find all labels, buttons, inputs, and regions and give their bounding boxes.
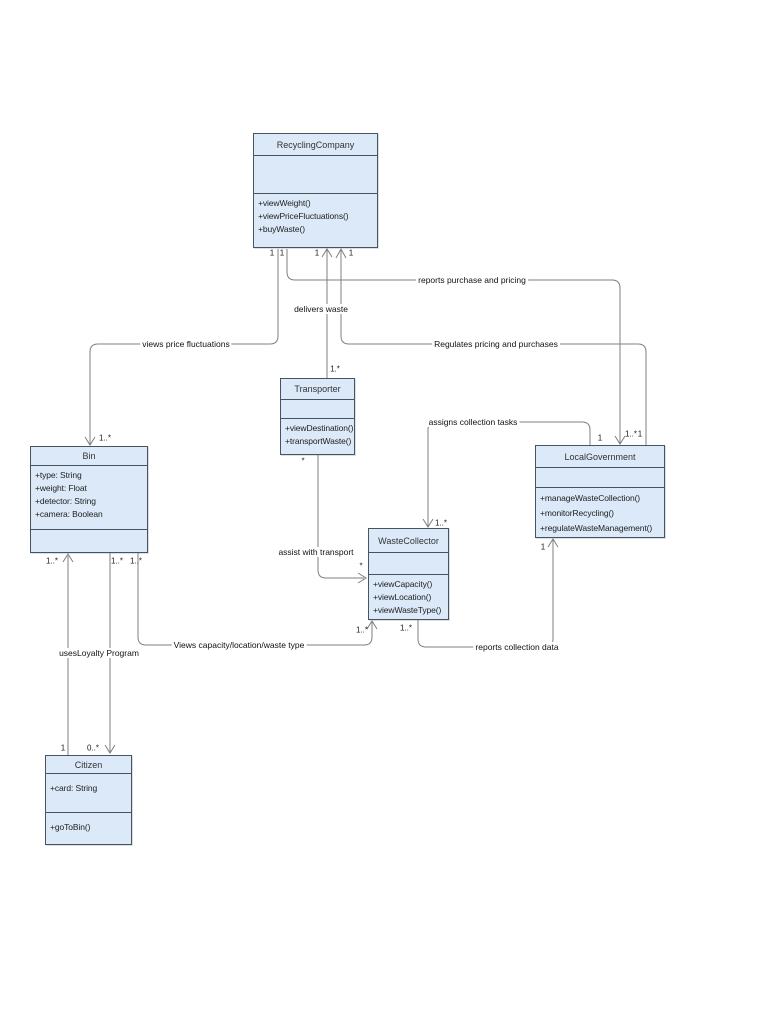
multiplicity: 1..* [45,556,59,566]
class-bin: Bin +type: String +weight: Float +detect… [30,446,148,553]
class-attributes [254,156,377,194]
method: +viewDestination() [285,423,354,433]
multiplicity: 1 [60,743,66,753]
class-methods: +viewWeight() +viewPriceFluctuations() +… [254,194,377,247]
multiplicity: 1..* [434,518,448,528]
class-title: RecyclingCompany [254,134,377,156]
arrowhead-down-wastecollector-top [422,518,434,528]
multiplicity: 1 [540,542,546,552]
edge-label-uses-loyalty: usesLoyalty Program [57,648,141,658]
multiplicity: 0..* [86,743,100,753]
multiplicity: 1 [597,433,603,443]
multiplicity: 1 [314,248,320,258]
class-methods: +viewDestination() +transportWaste() [281,419,354,454]
multiplicity: 1 [269,248,275,258]
class-title: WasteCollector [369,529,448,553]
arrowhead-down-citizen-top [104,744,116,754]
edge-label-reports-purchase: reports purchase and pricing [416,275,528,285]
class-attributes [281,400,354,419]
attribute: +detector: String [35,496,96,506]
multiplicity: 1 [279,248,285,258]
edge-label-views-price: views price fluctuations [140,339,232,349]
method: +viewCapacity() [373,579,433,589]
edge-assist-with-transport [317,455,364,579]
class-title: Transporter [281,379,354,400]
method: +viewWeight() [258,198,311,208]
edge-label-assist: assist with transport [276,547,356,557]
class-waste-collector: WasteCollector +viewCapacity() +viewLoca… [368,528,449,620]
multiplicity: 1..* [98,433,112,443]
multiplicity: * [359,561,363,571]
class-attributes: +card: String [46,774,131,813]
multiplicity: 1..* [110,556,124,566]
class-title: Citizen [46,756,131,774]
class-transporter: Transporter +viewDestination() +transpor… [280,378,355,455]
edge-label-assigns: assigns collection tasks [426,417,520,427]
class-methods: +manageWasteCollection() +monitorRecycli… [536,488,664,537]
class-methods: +goToBin() [46,813,131,844]
arrowhead-up-bin-bottom [62,553,74,563]
arrowhead-up-recycling-delivers [321,248,333,258]
method: +goToBin() [50,822,91,832]
method: +transportWaste() [285,436,352,446]
class-local-government: LocalGovernment +manageWasteCollection()… [535,445,665,538]
method: +viewLocation() [373,592,432,602]
class-attributes [369,553,448,575]
multiplicity: 1 [637,429,643,439]
class-title: Bin [31,447,147,466]
arrowhead-up-wastecollector-bottom [366,620,378,630]
multiplicity: 1.* [330,364,340,374]
method: +viewPriceFluctuations() [258,211,349,221]
method: +buyWaste() [258,224,306,234]
class-attributes: +type: String +weight: Float +detector: … [31,466,147,530]
attribute: +card: String [50,783,98,793]
multiplicity: 1 [348,248,354,258]
multiplicity: 1..* [624,429,638,439]
edge-views-capacity [137,553,373,646]
arrowhead-up-localgov-bottom [547,538,559,548]
multiplicity: * [301,456,305,466]
class-attributes [536,468,664,488]
edge-label-regulates: Regulates pricing and purchases [432,339,560,349]
arrowhead-up-recycling-regulates [335,247,347,259]
attribute: +camera: Boolean [35,509,103,519]
edge-label-reports-collection: reports collection data [473,642,561,652]
edge-label-delivers-waste: delivers waste [292,304,350,314]
multiplicity: 1..* [129,556,143,566]
method: +manageWasteCollection() [540,493,641,503]
class-methods: +viewCapacity() +viewLocation() +viewWas… [369,575,448,619]
edge-label-views-capacity: Views capacity/location/waste type [171,640,307,650]
method: +monitorRecycling() [540,508,614,518]
attribute: +type: String [35,470,82,480]
arrowhead-down-localgov-top [614,435,626,445]
method: +regulateWasteManagement() [540,523,653,533]
class-title: LocalGovernment [536,446,664,468]
class-recycling-company: RecyclingCompany +viewWeight() +viewPric… [253,133,378,248]
method: +viewWasteType() [373,605,442,615]
class-citizen: Citizen +card: String +goToBin() [45,755,132,845]
multiplicity: 1..* [355,625,369,635]
arrowhead-down-bin-top [84,436,96,446]
class-methods [31,530,147,552]
arrowhead-right-wastecollector-left [357,572,367,584]
multiplicity: 1..* [399,623,413,633]
attribute: +weight: Float [35,483,87,493]
